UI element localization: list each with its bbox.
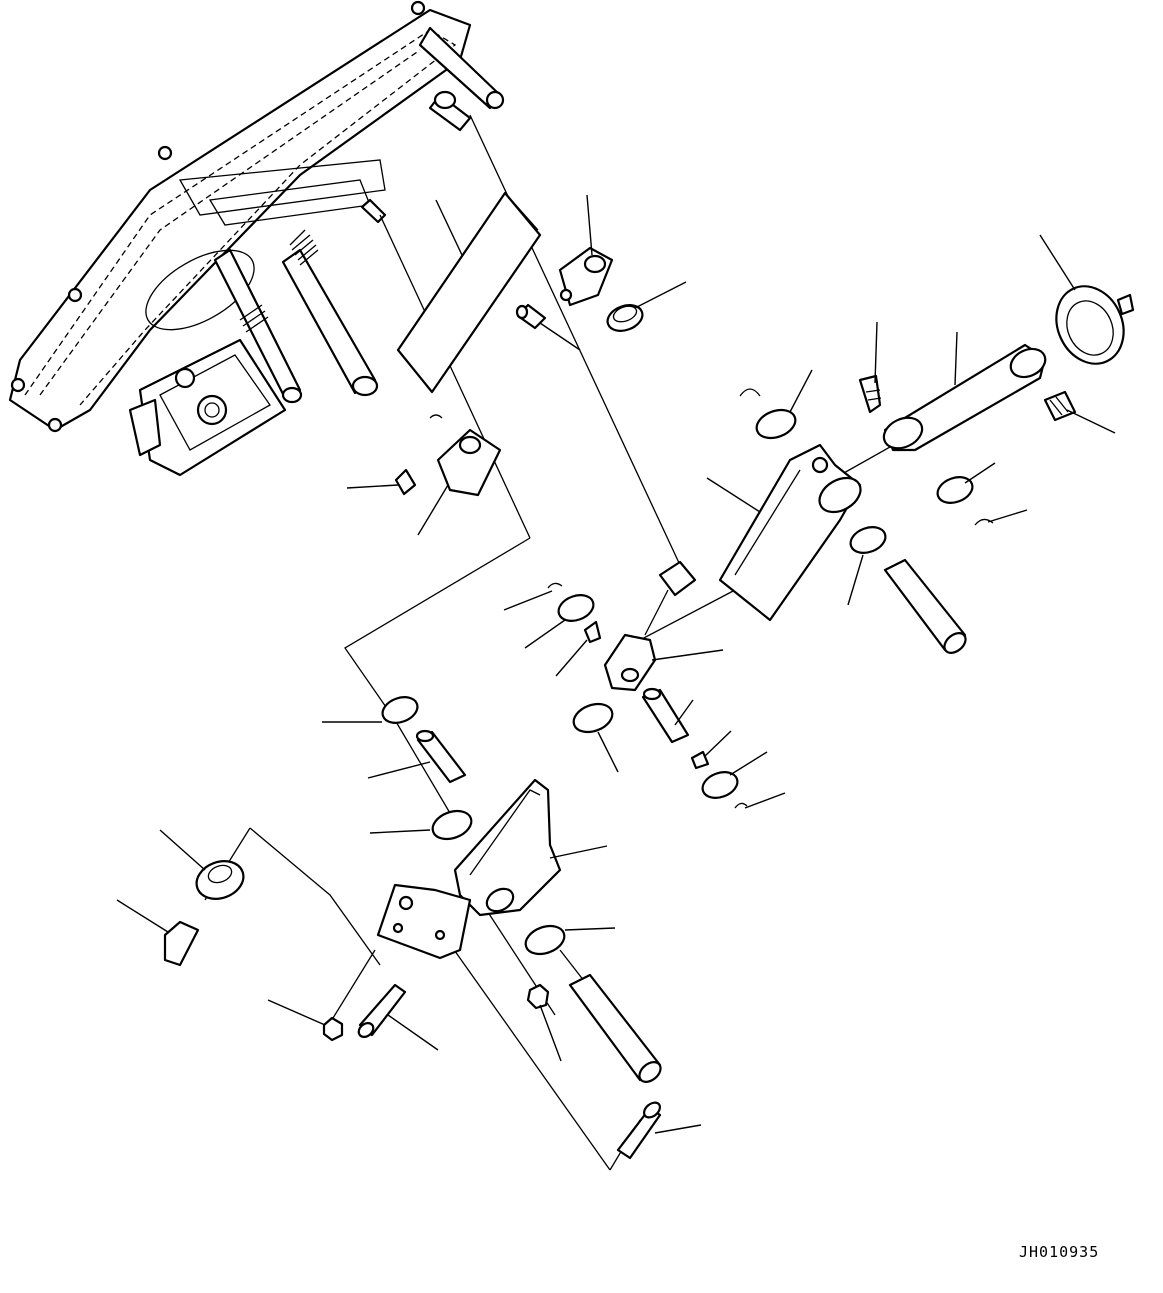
lower-nut-right [526,983,550,1010]
housing-valve-block [128,338,287,477]
pedal-plate [376,883,472,960]
lever-bearing-lower [849,526,887,554]
spacer-pin [163,920,200,967]
lower-pin [415,729,467,784]
gasket-plate [396,191,542,394]
lever-clip-right [974,518,994,526]
lever-clip-top [739,388,761,397]
center-bearing-lower [572,702,614,734]
center-fork [603,633,657,692]
center-clip-lower [734,802,748,809]
mid-left-bracket [429,414,502,497]
lower-bearing-mid [431,809,473,841]
center-small-bushing [690,750,710,770]
lower-nut-left [322,1016,344,1042]
center-bearing-upper [557,594,595,622]
mid-left-bushing [394,468,417,496]
center-bushing [583,620,602,644]
center-block [644,560,697,636]
link-nut [1043,390,1077,422]
link-rod [882,343,1047,452]
main-lever [718,443,862,622]
lever-bearing-top [755,408,797,440]
dust-cap [1055,285,1135,365]
leader-lines [116,194,1116,1134]
center-pin [641,687,690,744]
pedal-lever [453,778,562,917]
lower-bearing-right [524,924,566,956]
housing-frame [8,0,472,433]
center-bearing-right [701,771,739,799]
link-bolt [858,374,882,414]
center-clip [547,582,563,589]
lever-shaft [883,558,967,654]
spacer-sleeve [195,860,245,900]
lower-bolt-left [357,983,407,1038]
lower-shaft [568,973,662,1083]
housing-springs [239,229,319,333]
lower-bearing-top [381,696,419,724]
upper-bracket [558,246,614,307]
lower-bolt-right [616,1101,662,1160]
upper-bearing [606,304,644,332]
lever-bearing-right [936,476,974,504]
drawing-code-label: JH010935 [1019,1243,1100,1261]
upper-bushing [515,303,547,330]
